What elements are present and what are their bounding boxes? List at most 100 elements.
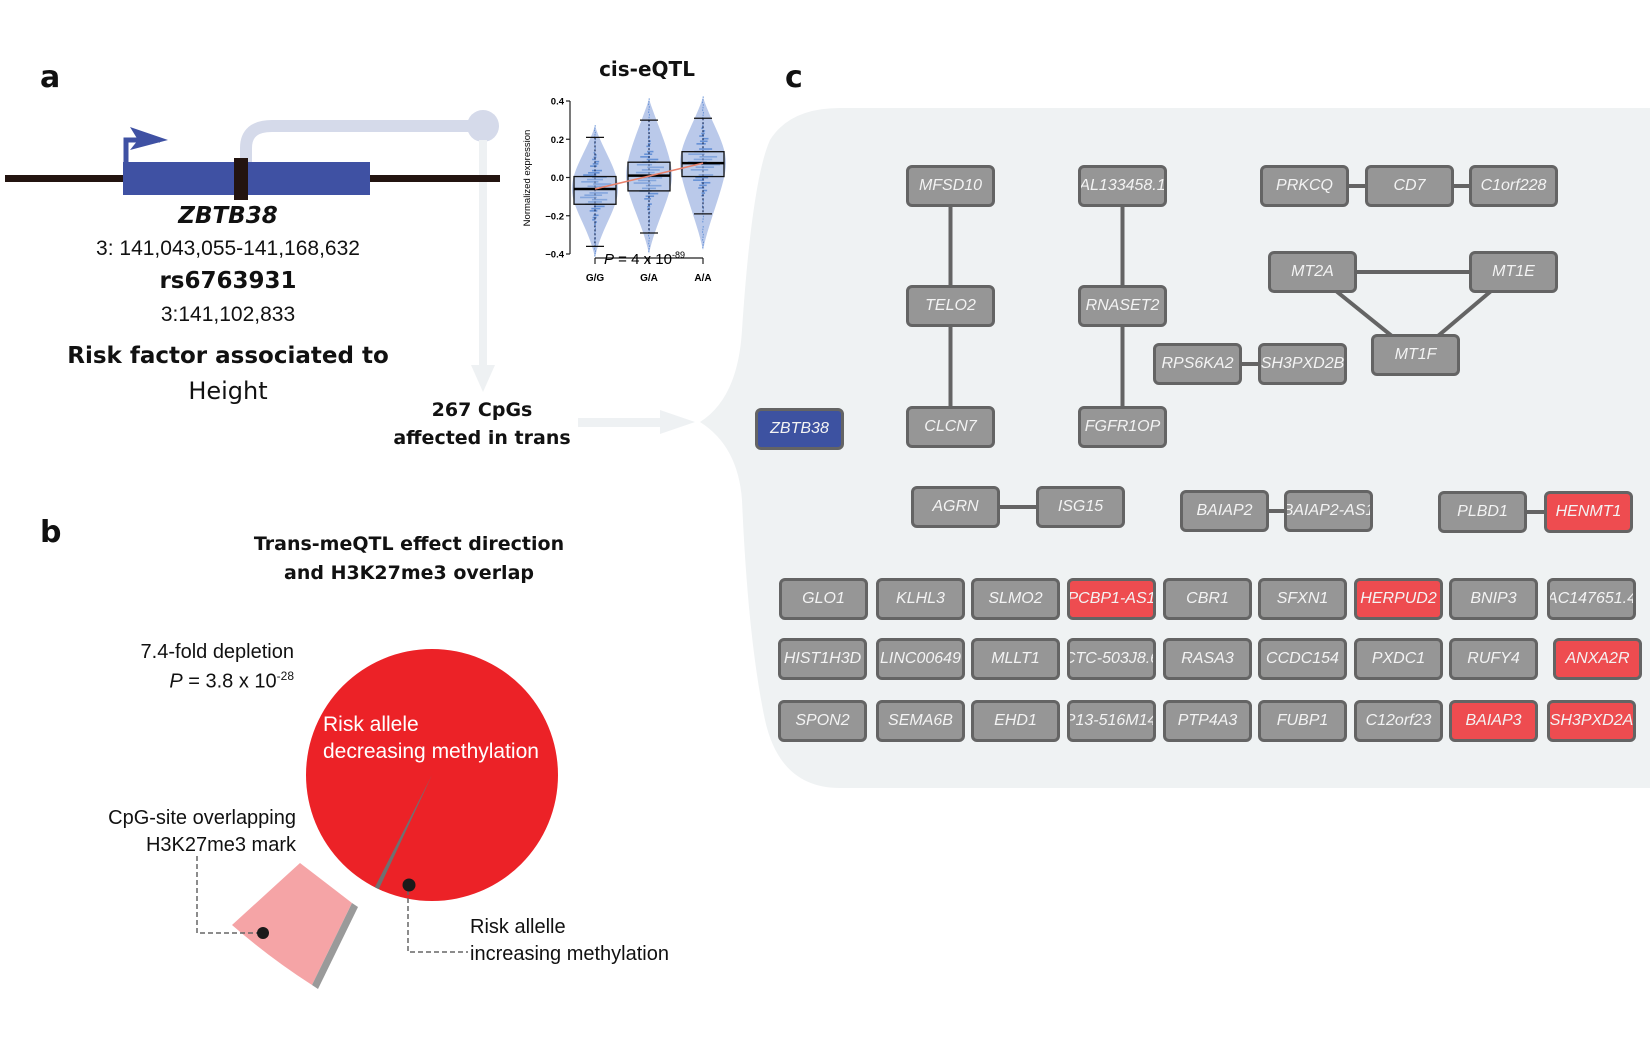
depletion-label: 7.4-fold depletion	[140, 641, 294, 663]
y-tick-label: 0.2	[551, 135, 564, 146]
gene-node-slmo2[interactable]: SLMO2	[971, 578, 1060, 620]
increasing-dot	[402, 878, 416, 892]
trend-line	[594, 162, 704, 190]
depletion-pvalue: P = 3.8 x 10-28	[169, 663, 294, 695]
x-tick-label: A/A	[694, 273, 711, 284]
gene-node-mt1f[interactable]: MT1F	[1371, 334, 1460, 376]
gene-node-ccdc154[interactable]: CCDC154	[1258, 638, 1347, 680]
x-tick-label: G/A	[640, 273, 658, 284]
gene-node-herpud2[interactable]: HERPUD2	[1354, 578, 1443, 620]
panel-a-letter: a	[40, 60, 61, 95]
overlap-dot	[257, 927, 269, 939]
y-tick-label: 0.0	[551, 173, 564, 184]
gene-node-ehd1[interactable]: EHD1	[971, 700, 1060, 742]
gene-node-ctc-503j8.6[interactable]: CTC-503J8.6	[1067, 638, 1156, 680]
decreasing-label-line2: decreasing methylation	[323, 740, 539, 763]
gene-node-c12orf23[interactable]: C12orf23	[1354, 700, 1443, 742]
gene-node-telo2[interactable]: TELO2	[906, 285, 995, 327]
gene-coordinates: 3: 141,043,055-141,168,632	[96, 237, 360, 260]
increasing-leader	[407, 890, 468, 953]
gene-node-cbr1[interactable]: CBR1	[1163, 578, 1252, 620]
overlap-leader	[196, 856, 262, 934]
gene-node-ptp4a3[interactable]: PTP4A3	[1163, 700, 1252, 742]
gene-node-sh3pxd2b[interactable]: SH3PXD2B	[1258, 343, 1347, 385]
gene-node-al133458.1[interactable]: AL133458.1	[1078, 165, 1167, 207]
x-tick-label: G/G	[586, 273, 605, 284]
gene-node-prkcq[interactable]: PRKCQ	[1260, 165, 1349, 207]
gene-node-baiap2[interactable]: BAIAP2	[1180, 490, 1269, 532]
increasing-label-line2: increasing methylation	[470, 943, 669, 965]
gene-node-baiap2-as1[interactable]: BAIAP2-AS1	[1284, 490, 1373, 532]
cpgs-description: affected in trans	[393, 427, 571, 449]
gene-node-pxdc1[interactable]: PXDC1	[1354, 638, 1443, 680]
box-G/G	[573, 175, 617, 205]
gene-node-isg15[interactable]: ISG15	[1036, 486, 1125, 528]
panel-b-title-line1: Trans-meQTL effect direction	[253, 533, 565, 555]
gene-node-cd7[interactable]: CD7	[1365, 165, 1454, 207]
gene-node-sfxn1[interactable]: SFXN1	[1258, 578, 1347, 620]
overlap-label-line2: H3K27me3 mark	[145, 834, 296, 856]
gene-node-pcbp1-as1[interactable]: PCBP1-AS1	[1067, 578, 1156, 620]
gene-node-rasa3[interactable]: RASA3	[1163, 638, 1252, 680]
down-arrow-icon	[471, 365, 495, 392]
violin-G/G	[572, 125, 618, 258]
gene-node-mt2a[interactable]: MT2A	[1268, 251, 1357, 293]
gene-node-fgfr1op[interactable]: FGFR1OP	[1078, 406, 1167, 448]
decreasing-label-line1: Risk allele	[323, 713, 419, 736]
trait-label: Height	[188, 377, 268, 405]
y-axis-label: Normalized expression	[522, 130, 533, 227]
gene-node-sh3pxd2a[interactable]: SH3PXD2A	[1547, 700, 1636, 742]
gene-name: ZBTB38	[178, 203, 278, 229]
p-symbol: P	[169, 670, 183, 693]
tss-arrow-icon	[130, 127, 168, 150]
pie-slice-increasing	[374, 775, 432, 890]
gene-node-zbtb38[interactable]: ZBTB38	[755, 408, 844, 450]
snp-id: rs6763931	[159, 268, 297, 294]
eqtl-pvalue: P = 4 x 10-89	[604, 250, 685, 268]
gene-node-mllt1[interactable]: MLLT1	[971, 638, 1060, 680]
gene-node-mfsd10[interactable]: MFSD10	[906, 165, 995, 207]
gene-node-ac147651.4[interactable]: AC147651.4	[1547, 578, 1636, 620]
gene-node-plbd1[interactable]: PLBD1	[1438, 491, 1527, 533]
gene-node-glo1[interactable]: GLO1	[779, 578, 868, 620]
cpgs-count: 267 CpGs	[431, 399, 533, 421]
y-tick-label: −0.4	[545, 250, 564, 261]
risk-factor-label: Risk factor associated to	[67, 343, 389, 369]
eqtl-title: cis-eQTL	[599, 57, 695, 81]
gene-node-mt1e[interactable]: MT1E	[1469, 251, 1558, 293]
overlap-label-line1: CpG-site overlapping	[108, 807, 296, 829]
gene-node-rnaset2[interactable]: RNASET2	[1078, 285, 1167, 327]
gene-node-rp13-516m14.1[interactable]: RP13-516M14.1	[1067, 700, 1156, 742]
gene-node-clcn7[interactable]: CLCN7	[906, 406, 995, 448]
gene-node-c1orf228[interactable]: C1orf228	[1469, 165, 1558, 207]
violin-A/A	[680, 97, 726, 251]
panel-b-letter: b	[40, 515, 62, 550]
wedge-h3k27me3	[232, 863, 352, 985]
gene-node-spon2[interactable]: SPON2	[778, 700, 867, 742]
gene-node-linc00649[interactable]: LINC00649	[876, 638, 965, 680]
gene-node-hist1h3d[interactable]: HIST1H3D	[778, 638, 867, 680]
p-text: = 3.8 x 10	[182, 670, 277, 693]
p-exponent: -28	[276, 669, 294, 683]
gene-node-sema6b[interactable]: SEMA6B	[876, 700, 965, 742]
gene-node-rufy4[interactable]: RUFY4	[1449, 638, 1538, 680]
gene-node-henmt1[interactable]: HENMT1	[1544, 491, 1633, 533]
gene-node-agrn[interactable]: AGRN	[911, 486, 1000, 528]
gene-node-rps6ka2[interactable]: RPS6KA2	[1153, 343, 1242, 385]
right-connector	[578, 418, 662, 427]
gene-node-klhl3[interactable]: KLHL3	[876, 578, 965, 620]
gene-node-anxa2r[interactable]: ANXA2R	[1553, 638, 1642, 680]
y-tick-label: −0.2	[545, 211, 564, 222]
gene-node-fubp1[interactable]: FUBP1	[1258, 700, 1347, 742]
right-arrow-icon	[660, 410, 695, 434]
snp-marker	[234, 158, 248, 200]
panel-b-title-line2: and H3K27me3 overlap	[284, 562, 534, 584]
gene-node-baiap3[interactable]: BAIAP3	[1449, 700, 1538, 742]
lollipop-head	[467, 110, 499, 142]
wedge-h3k27me3-edge	[312, 903, 358, 989]
gene-node-bnip3[interactable]: BNIP3	[1449, 578, 1538, 620]
